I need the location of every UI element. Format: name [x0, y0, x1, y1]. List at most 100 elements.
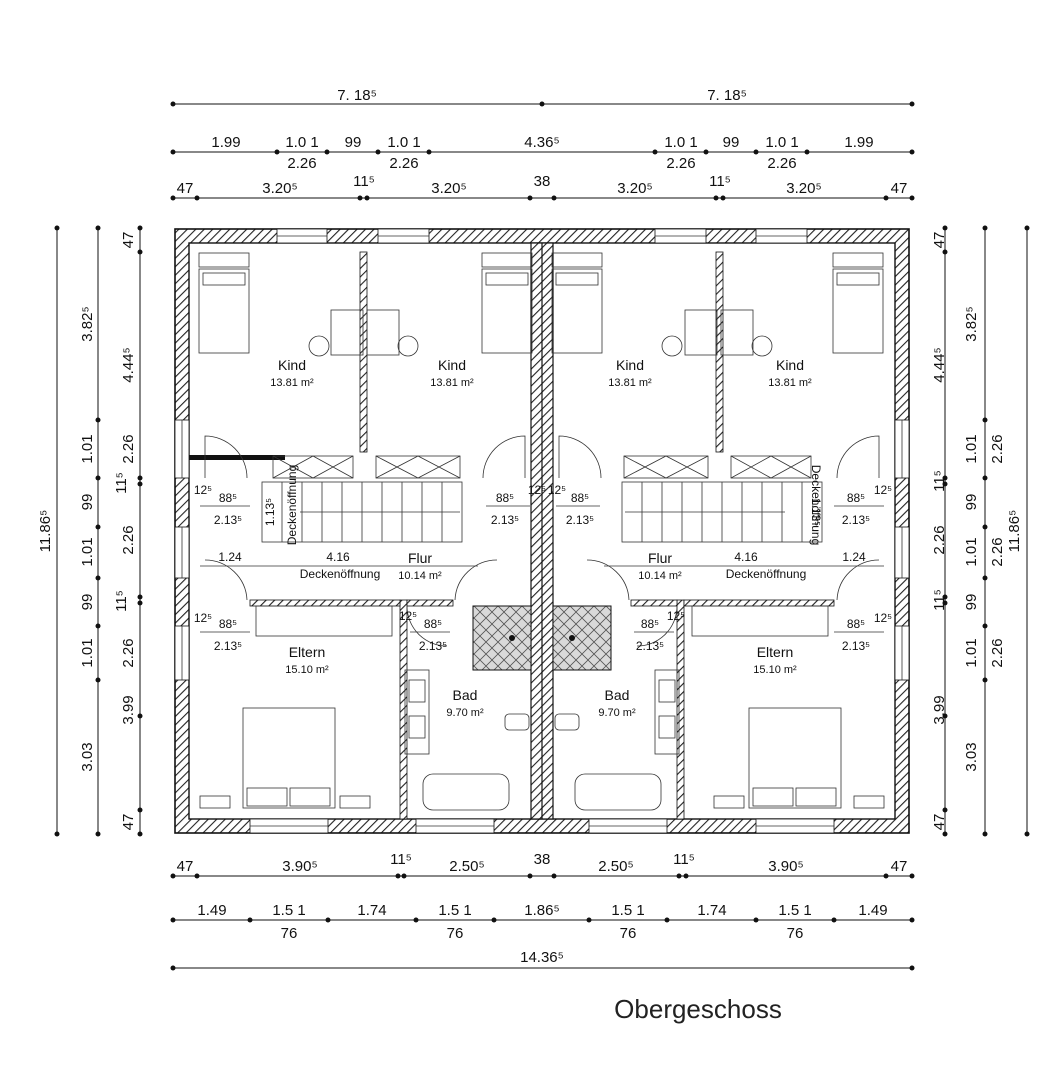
room-flur-left-name: Flur [408, 550, 432, 566]
dim-bottom1-3: 11⁵ [390, 851, 412, 868]
dim-top3-8: 3.20⁵ [786, 180, 821, 197]
dim-left-mid-3: 99 [79, 494, 96, 511]
dim-bottom1-9: 47 [891, 858, 908, 875]
dim-bottom1-1: 47 [177, 858, 194, 875]
dim-bottom2-lower-2: 76 [447, 925, 464, 942]
dim-right-inner-5: 11⁵ [931, 589, 948, 611]
dim-bottom2-lower-4: 76 [787, 925, 804, 942]
dim-right-inner-1: 47 [931, 232, 948, 249]
left-dimensions: 11.86⁵ 3.82⁵ 1.01 99 1.01 99 1.01 3.03 4… [37, 225, 143, 837]
right-dimensions: 47 4.44⁵ 2.26 11⁵ 11⁵ 3.99 47 3.82⁵ 1.01… [931, 225, 1030, 837]
room-eltern-right-name: Eltern [757, 644, 794, 660]
room-kind-4-name: Kind [776, 357, 804, 373]
room-labels: Kind 13.81 m² Kind 13.81 m² Kind 13.81 m… [218, 357, 866, 719]
dim-right-mid-6: 1.01 [963, 638, 980, 667]
win-c-1: 2.13⁵ [214, 513, 242, 527]
stair-dim-right: 1.13⁵ [809, 498, 823, 526]
win-a-2: 12⁵ [528, 483, 546, 497]
top-dimensions: 7. 18⁵ 7. 18⁵ 1.99 1.0 1 99 1.0 1 4.36⁵ … [170, 87, 915, 201]
win-a-3: 12⁵ [548, 483, 566, 497]
dim-bottom1-2: 3.90⁵ [282, 858, 317, 875]
dim-bottom2-2: 1.5 1 [272, 902, 305, 919]
dim-left-total: 11.86⁵ [37, 510, 54, 553]
dim-top2-lower-3: 2.26 [666, 155, 695, 172]
dim-right-inner-3: 2.26 [931, 525, 948, 554]
flur-side-left: 1.24 [218, 550, 242, 564]
room-bad-right-name: Bad [605, 687, 630, 703]
dim-right-inner-7: 47 [931, 814, 948, 831]
win-b-6: 88⁵ [424, 617, 442, 631]
dim-top2-5: 4.36⁵ [524, 134, 559, 151]
dim-top3-4: 3.20⁵ [431, 180, 466, 197]
dim-top2-2: 1.0 1 [285, 134, 318, 151]
dim-top3-3: 11⁵ [353, 173, 375, 190]
dim-top3-2: 3.20⁵ [262, 180, 297, 197]
dim-top-right-half: 7. 18⁵ [707, 87, 747, 104]
dim-bottom2-8: 1.5 1 [778, 902, 811, 919]
dim-left-inner-3: 2.26 [120, 434, 137, 463]
bottom-dimensions: 47 3.90⁵ 11⁵ 2.50⁵ 38 2.50⁵ 11⁵ 3.90⁵ 47… [170, 851, 915, 971]
dim-left-mid-1: 3.82⁵ [79, 306, 96, 341]
dim-top-left-half: 7. 18⁵ [337, 87, 377, 104]
dim-top2-1: 1.99 [211, 134, 240, 151]
room-flur-right-area: 10.14 m² [638, 570, 682, 582]
win-c-3: 2.13⁵ [566, 513, 594, 527]
dim-bottom1-8: 3.90⁵ [768, 858, 803, 875]
dim-top2-lower-1: 2.26 [287, 155, 316, 172]
dim-top3-1: 47 [177, 180, 194, 197]
room-kind-4-area: 13.81 m² [768, 377, 812, 389]
win-b-1: 88⁵ [219, 491, 237, 505]
dim-left-mid-6: 1.01 [79, 638, 96, 667]
dim-left-inner-4: 11⁵ [113, 472, 130, 494]
dim-left-mid-5: 99 [79, 594, 96, 611]
dim-top2-6: 1.0 1 [664, 134, 697, 151]
dim-left-inner-5: 2.26 [120, 525, 137, 554]
dim-left-inner-8: 3.99 [120, 695, 137, 724]
dim-bottom2-4: 1.5 1 [438, 902, 471, 919]
deckenoeffnung-right-vertical: Deckenöffnung [809, 465, 823, 546]
dim-bottom1-5: 38 [534, 851, 551, 868]
win-a-7: 12⁵ [667, 609, 685, 623]
dim-top3-7: 11⁵ [709, 173, 731, 190]
dim-top3-6: 3.20⁵ [617, 180, 652, 197]
dim-bottom1-6: 2.50⁵ [598, 858, 633, 875]
dim-left-inner-2: 4.44⁵ [120, 347, 137, 382]
dim-left-mid-7: 3.03 [79, 742, 96, 771]
dim-left-inner-9: 47 [120, 814, 137, 831]
dim-right-inner-2: 4.44⁵ [931, 347, 948, 382]
dim-right-mid-2: 1.01 [963, 434, 980, 463]
win-b-7: 88⁵ [641, 617, 659, 631]
dim-left-inner-1: 47 [120, 232, 137, 249]
room-eltern-left-area: 15.10 m² [285, 664, 329, 676]
dim-top2-lower-4: 2.26 [767, 155, 796, 172]
dim-right-mid-3: 99 [963, 494, 980, 511]
dim-right-226-a: 2.26 [989, 434, 1006, 463]
win-c-6: 2.13⁵ [419, 639, 447, 653]
deckenoeffnung-left: Deckenöffnung [300, 567, 381, 581]
dim-left-mid-4: 1.01 [79, 537, 96, 566]
room-flur-right-name: Flur [648, 550, 672, 566]
dim-right-inner-4: 11⁵ [931, 470, 948, 492]
dim-right-mid-1: 3.82⁵ [963, 306, 980, 341]
win-a-5: 12⁵ [194, 611, 212, 625]
dim-top2-9: 1.99 [844, 134, 873, 151]
dim-right-226-b: 2.26 [989, 537, 1006, 566]
dim-bottom2-5: 1.86⁵ [524, 902, 559, 919]
dim-bottom2-3: 1.74 [357, 902, 386, 919]
room-kind-2-area: 13.81 m² [430, 377, 474, 389]
window-dimension-labels: 12⁵ 88⁵ 2.13⁵ 88⁵ 2.13⁵ 12⁵ 12⁵ 88⁵ 2.13… [194, 483, 892, 653]
win-c-5: 2.13⁵ [214, 639, 242, 653]
dim-right-total: 11.86⁵ [1006, 510, 1023, 553]
dim-top3-9: 47 [891, 180, 908, 197]
win-b-8: 88⁵ [847, 617, 865, 631]
room-eltern-right-area: 15.10 m² [753, 664, 797, 676]
room-kind-3-area: 13.81 m² [608, 377, 652, 389]
dim-bottom1-4: 2.50⁵ [449, 858, 484, 875]
dim-right-mid-5: 99 [963, 594, 980, 611]
win-b-4: 88⁵ [847, 491, 865, 505]
stair-dim-left: 1.13⁵ [263, 498, 277, 526]
dim-bottom2-6: 1.5 1 [611, 902, 644, 919]
room-eltern-left-name: Eltern [289, 644, 326, 660]
building-walls [174, 228, 910, 834]
win-c-2: 2.13⁵ [491, 513, 519, 527]
